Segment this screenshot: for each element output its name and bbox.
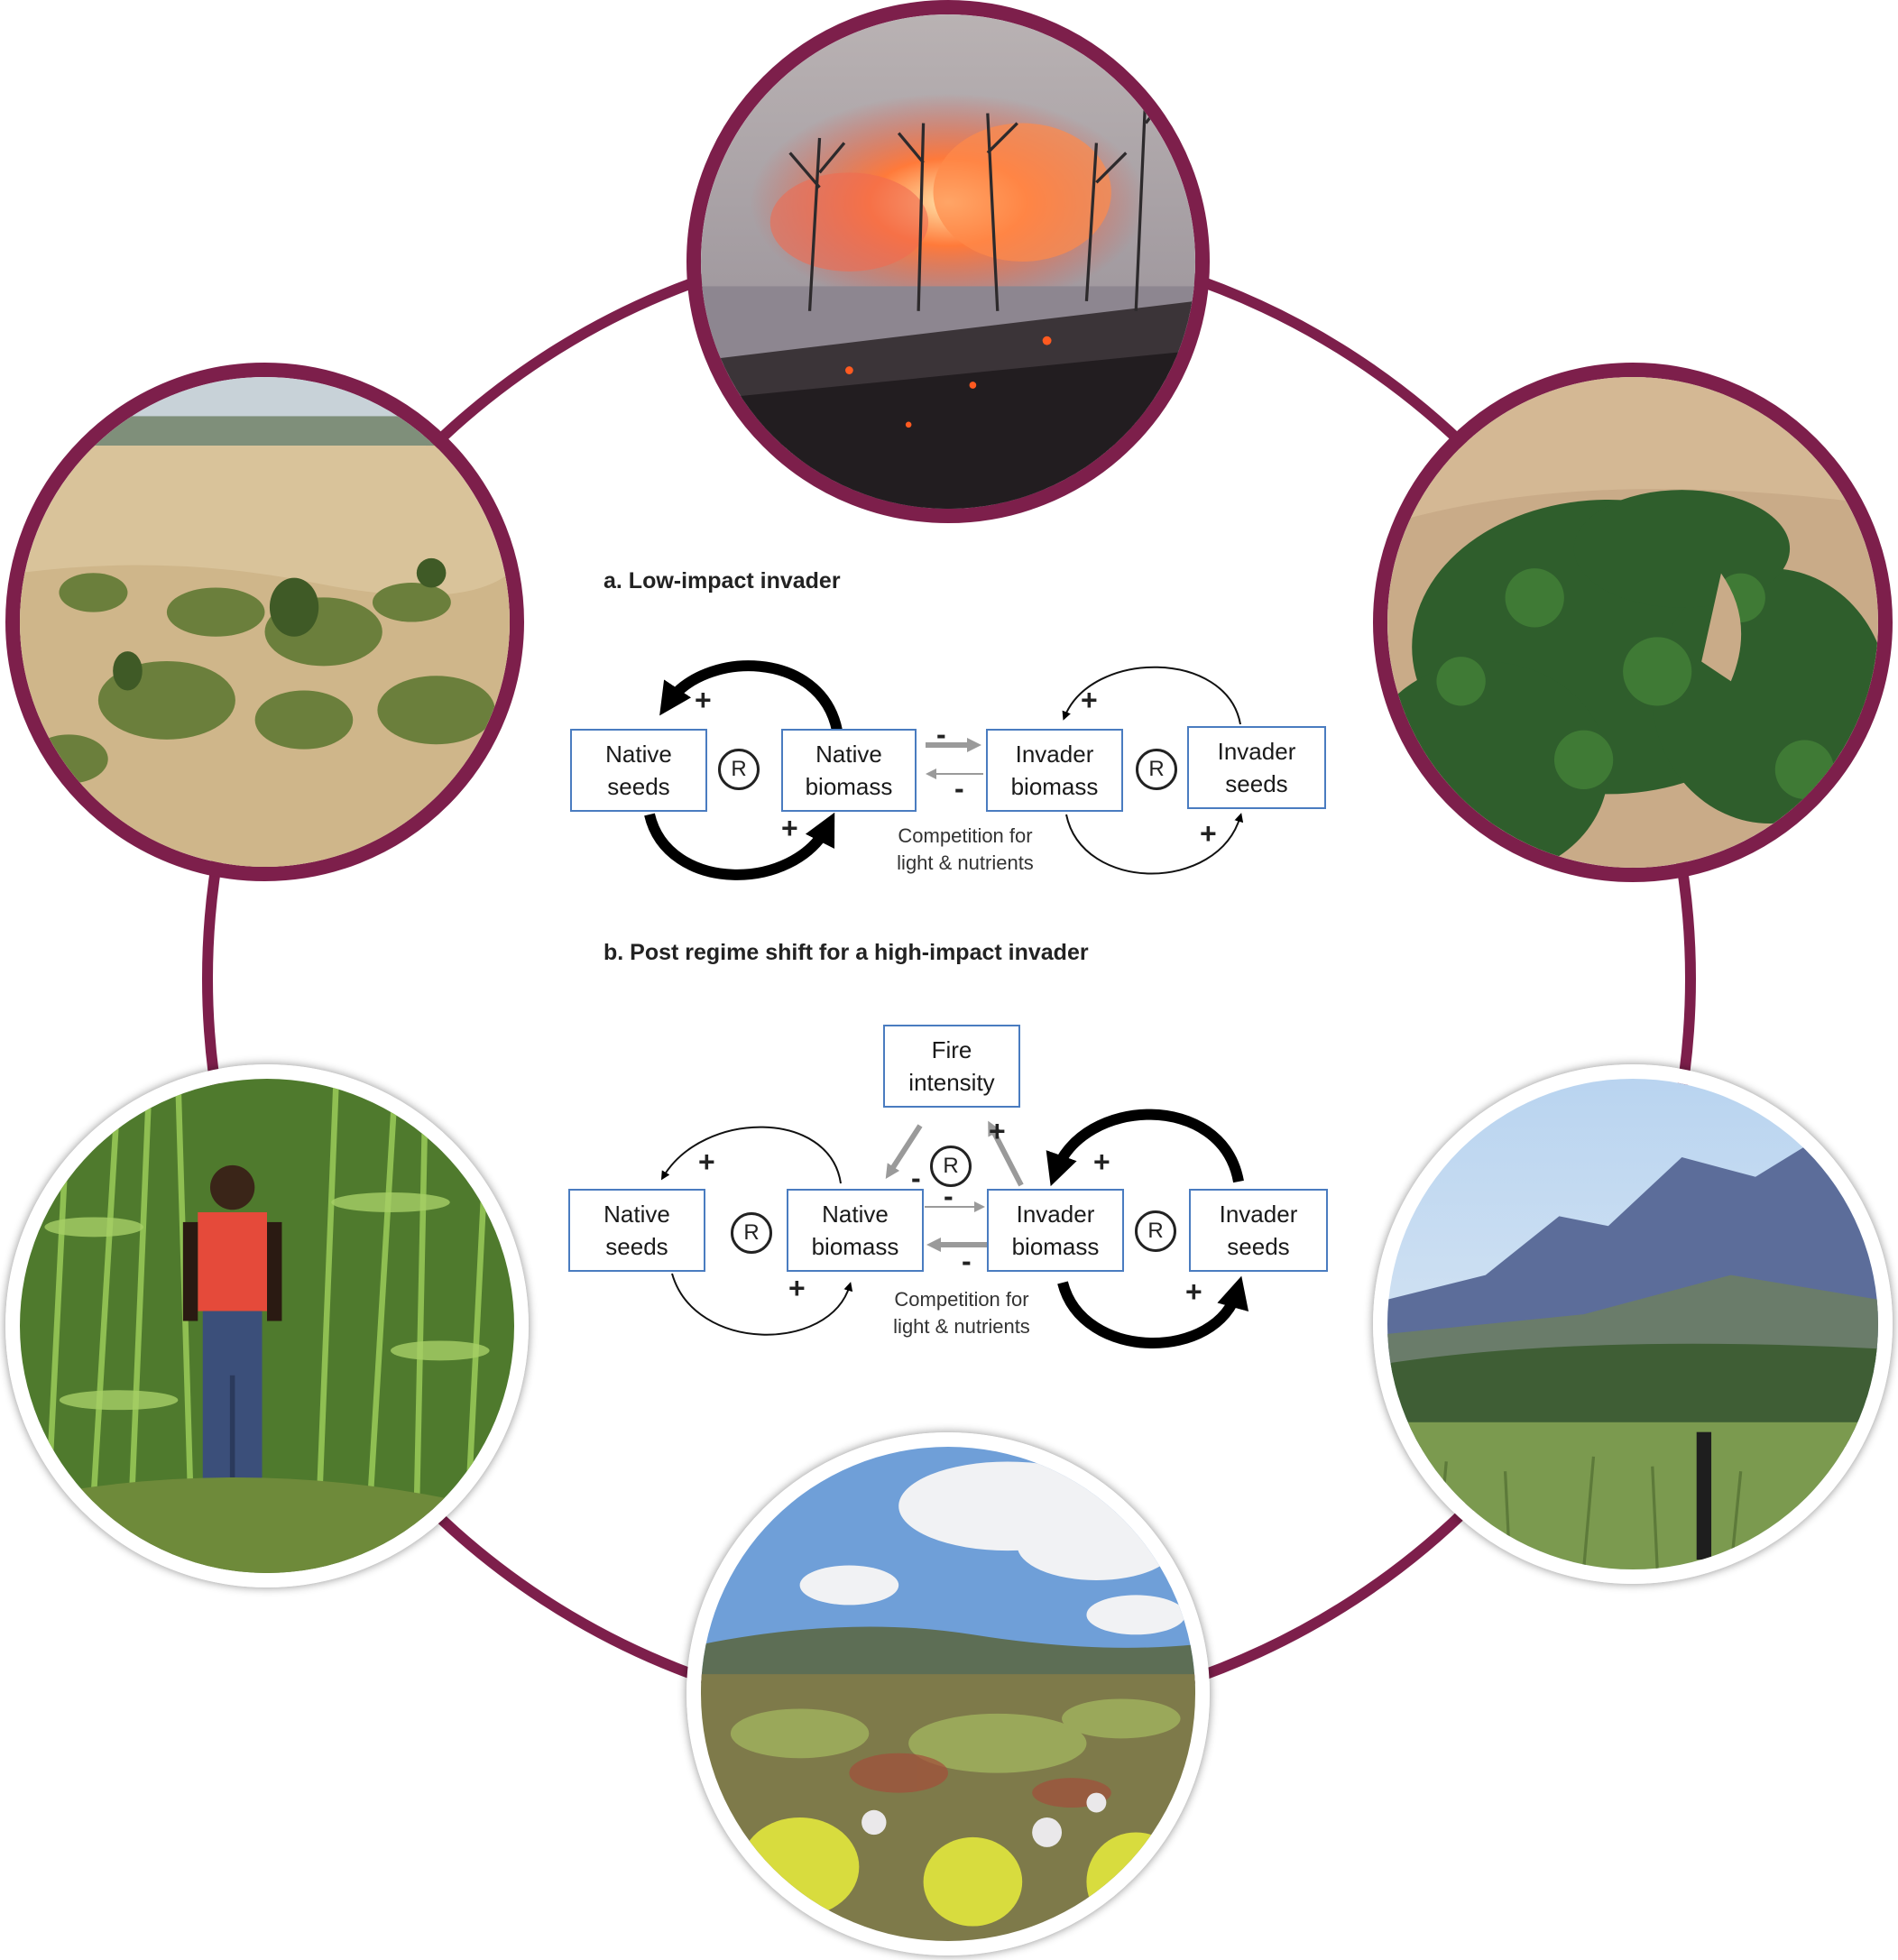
b-plus-invader-bottom: + <box>1185 1275 1202 1308</box>
b-invader-seeds-box: Invader seeds <box>1189 1189 1328 1272</box>
reed-thicket-photo <box>5 1064 529 1587</box>
a-native-seeds-label: Native seeds <box>605 741 672 800</box>
a-plus-invader-top: + <box>1081 684 1098 716</box>
a-minus-top: - <box>936 718 946 750</box>
b-plus-fire: + <box>989 1115 1006 1147</box>
a-reinforcing-loop-native: R <box>718 749 760 790</box>
b-fire-intensity-box: Fire intensity <box>883 1025 1020 1108</box>
b-competition-note: Competition for light & nutrients <box>893 1288 1030 1338</box>
panel-b-title: b. Post regime shift for a high-impact i… <box>603 940 1089 965</box>
mountain-valley-photo <box>1373 1064 1893 1584</box>
b-native-seeds-box: Native seeds <box>568 1189 705 1272</box>
b-reinforcing-loop-native: R <box>731 1212 772 1254</box>
a-invader-seeds-box: Invader seeds <box>1187 726 1326 809</box>
a-native-biomass-label: Native biomass <box>805 741 893 800</box>
b-plus-native-top: + <box>698 1146 715 1178</box>
a-plus-invader-bottom: + <box>1200 817 1217 850</box>
savanna-photo <box>5 363 524 881</box>
panel-a-title: a. Low-impact invader <box>603 568 841 594</box>
a-invader-biomass-label: Invader biomass <box>1010 741 1099 800</box>
invaded-woodland-photo <box>1373 363 1893 882</box>
b-fire-intensity-label: Fire intensity <box>908 1036 995 1096</box>
a-native-biomass-box: Native biomass <box>781 729 917 812</box>
b-plus-native-bottom: + <box>788 1272 806 1304</box>
a-native-seeds-box: Native seeds <box>570 729 707 812</box>
a-reinforcing-loop-invader: R <box>1136 749 1177 790</box>
b-minus-fire: - <box>911 1162 921 1194</box>
fynbos-photo <box>686 1432 1210 1955</box>
b-native-seeds-label: Native seeds <box>603 1201 670 1260</box>
b-invader-seeds-label: Invader seeds <box>1219 1201 1298 1260</box>
b-reinforcing-loop-fire: R <box>930 1146 972 1187</box>
a-plus-native-top: + <box>695 684 712 716</box>
b-minus-top: - <box>944 1180 954 1212</box>
a-invader-biomass-box: Invader biomass <box>986 729 1123 812</box>
b-plus-invader-top: + <box>1093 1146 1110 1178</box>
b-invader-biomass-label: Invader biomass <box>1011 1201 1100 1260</box>
fire-photo <box>686 0 1210 523</box>
b-invader-biomass-box: Invader biomass <box>987 1189 1124 1272</box>
b-minus-bottom: - <box>962 1245 972 1277</box>
a-plus-native-bottom: + <box>781 812 798 844</box>
b-native-biomass-label: Native biomass <box>811 1201 899 1260</box>
a-minus-bottom: - <box>954 772 964 805</box>
a-competition-note: Competition for light & nutrients <box>897 824 1034 874</box>
a-invader-seeds-label: Invader seeds <box>1217 738 1296 797</box>
b-native-biomass-box: Native biomass <box>787 1189 924 1272</box>
b-reinforcing-loop-invader: R <box>1135 1210 1176 1252</box>
